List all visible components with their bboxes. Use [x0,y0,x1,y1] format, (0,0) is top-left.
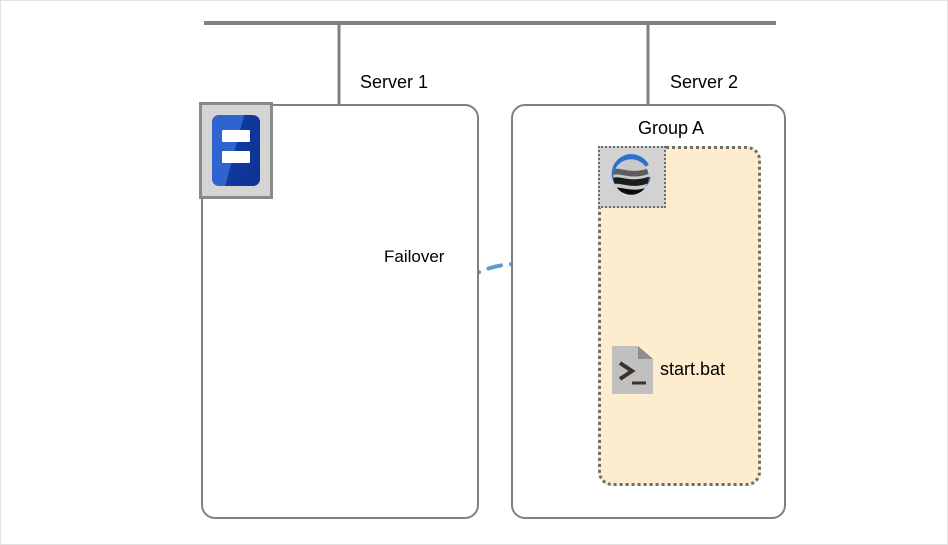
group-globe-g-icon [598,146,666,208]
server-icon-bar-bottom [222,151,250,163]
failover-label: Failover [384,247,445,266]
server-1-label: Server 1 [360,72,429,92]
batch-file-icon[interactable] [612,346,653,394]
server-icon-body [212,115,260,186]
group-a-label: Group A [638,118,705,138]
server-icon-bar-top [222,130,250,142]
blue-server-icon [199,102,273,199]
batch-file-icon-glyph [612,346,653,394]
start-bat-label: start.bat [660,359,726,379]
server-2-label: Server 2 [670,72,739,92]
group-globe-g-icon-glyph [611,154,651,195]
